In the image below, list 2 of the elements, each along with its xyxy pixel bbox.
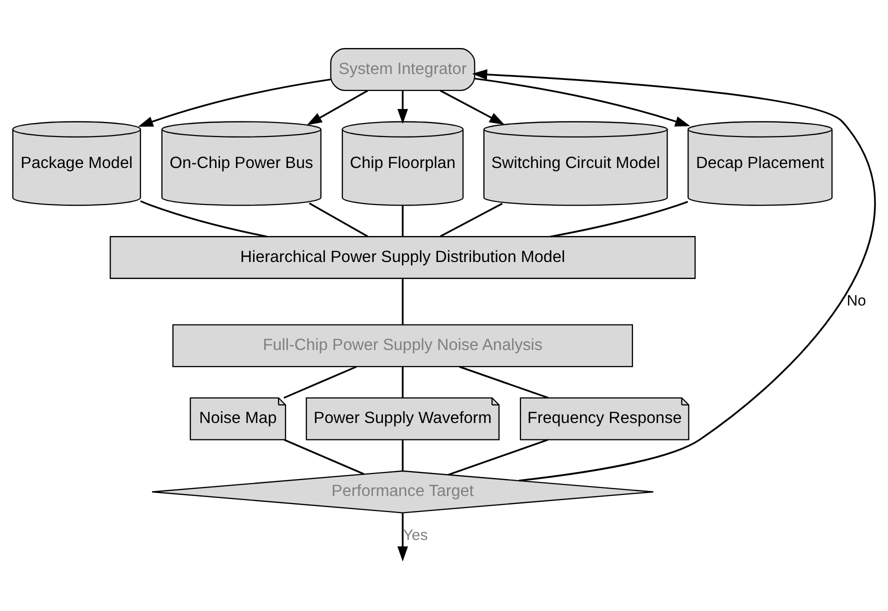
edge-label: Yes [403, 526, 428, 544]
edge-label: No [846, 292, 866, 310]
